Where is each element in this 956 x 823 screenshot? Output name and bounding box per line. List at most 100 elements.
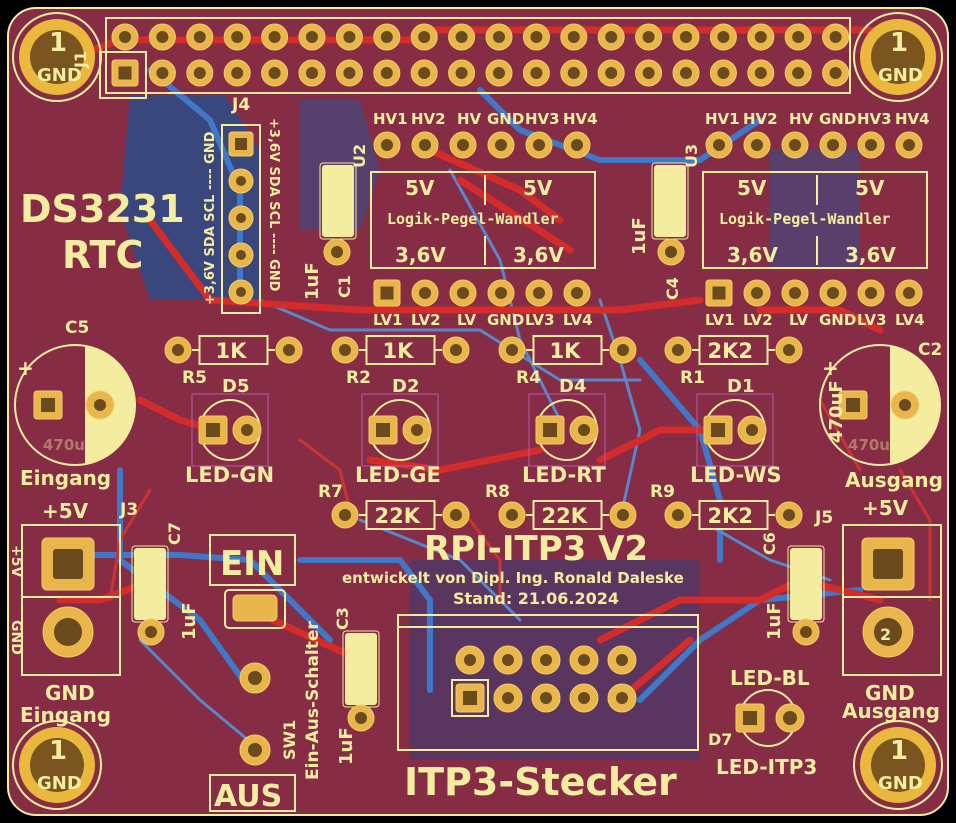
shifter-top-label: GND <box>819 110 856 128</box>
shifter-top-label: HV1 <box>373 110 408 128</box>
shifter-hv-left: 5V <box>405 176 435 200</box>
switch-name: Ein-Aus-Schalter <box>303 621 323 780</box>
shifter-bottom-label: LV4 <box>563 311 593 329</box>
elcap-ref: C2 <box>918 340 942 360</box>
elcap-name: Ausgang <box>845 468 943 492</box>
itp3-connector: ITP3-Stecker <box>397 614 699 804</box>
power-out-plus-label: +5V <box>862 496 909 520</box>
capacitor-value: 1uF <box>179 602 200 640</box>
resistor-value: 2K2 <box>708 339 754 363</box>
switch-on-label: EIN <box>220 544 284 584</box>
shifter-hv-right: 5V <box>855 176 885 200</box>
shifter-bottom-label: LV <box>457 311 476 329</box>
ref-d7: D7 <box>708 730 732 749</box>
resistor: 22K R7 <box>318 482 470 530</box>
led-ref: D1 <box>727 376 754 397</box>
led-ref: D5 <box>222 376 249 397</box>
resistor: 22K R8 <box>485 482 637 530</box>
mounting-hole-net: GND <box>878 773 923 794</box>
power-switch: EIN AUS SW1 Ein-Aus-Schalter <box>209 534 323 814</box>
resistor-value: 1K <box>216 339 248 363</box>
resistor-ref: R7 <box>318 482 343 502</box>
power-out-gnd-label: GND <box>865 681 915 705</box>
shifter-top-label: HV2 <box>743 110 778 128</box>
led-name: LED-GE <box>355 463 441 487</box>
mounting-hole-number: 1 <box>890 736 908 766</box>
led-bl-bottom: LED-ITP3 <box>716 755 817 779</box>
mounting-hole-net: GND <box>37 773 82 794</box>
shifter-top-label: HV4 <box>563 110 598 128</box>
shifter-bottom-label: LV3 <box>525 311 555 329</box>
power-in-side-gnd: GND <box>8 620 24 655</box>
ref-sw1: SW1 <box>280 720 299 760</box>
led-bl: LED-BL D7 LED-ITP3 <box>708 666 817 779</box>
title-block: RPI-ITP3 V2 entwickelt von Dipl. Ing. Ro… <box>342 529 684 608</box>
resistor-value: 1K <box>550 339 582 363</box>
shifter-name: Logik-Pegel-Wandler <box>387 210 559 228</box>
power-in-plus-label: +5V <box>42 499 89 523</box>
power-in-name: Eingang <box>20 703 111 727</box>
resistor-ref: R8 <box>485 482 510 502</box>
power-out-name: Ausgang <box>842 699 940 723</box>
shifter-top-label: HV3 <box>525 110 560 128</box>
resistor-ref: R1 <box>680 368 705 388</box>
ref-j3: J3 <box>119 500 138 520</box>
shifter-lv-left: 3,6V <box>727 243 778 267</box>
board-date: Stand: 21.06.2024 <box>453 589 619 608</box>
led-name: LED-RT <box>522 463 606 487</box>
shifter-hv-right: 5V <box>523 176 553 200</box>
ref-j1: J1 <box>71 51 90 69</box>
rtc-title: DS3231 <box>20 187 185 231</box>
shifter-lv-left: 3,6V <box>395 243 446 267</box>
mounting-hole-net: GND <box>37 65 82 86</box>
resistor-ref: R2 <box>346 368 371 388</box>
shifter-bottom-label: LV3 <box>857 311 887 329</box>
led-bl-top: LED-BL <box>730 666 810 690</box>
board-title: RPI-ITP3 V2 <box>424 529 648 569</box>
led-name: LED-WS <box>690 463 782 487</box>
led-ref: D4 <box>559 376 586 397</box>
led-name: LED-GN <box>185 463 274 487</box>
capacitor-value: 1uF <box>302 262 323 300</box>
resistor-value: 22K <box>375 504 421 528</box>
power-in-gnd-label: GND <box>45 681 95 705</box>
shifter-name: Logik-Pegel-Wandler <box>719 210 891 228</box>
shifter-top-label: HV1 <box>705 110 740 128</box>
switch-off-label: AUS <box>214 779 282 814</box>
shifter-top-label: GND <box>487 110 524 128</box>
shifter-bottom-label: LV2 <box>411 311 441 329</box>
mounting-hole-net: GND <box>878 65 923 86</box>
itp3-label: ITP3-Stecker <box>404 760 677 804</box>
resistor-value: 2K2 <box>708 504 754 528</box>
power-output: 2 +5V J5 GND Ausgang <box>814 496 942 723</box>
ref-j5: J5 <box>814 508 833 528</box>
shifter-bottom-label: GND <box>819 311 856 329</box>
capacitor-value: 1uF <box>336 727 357 765</box>
shifter-ref: U3 <box>682 144 701 168</box>
shifter-bottom-label: LV4 <box>895 311 925 329</box>
led-ref: D2 <box>392 376 419 397</box>
copper-zone-back <box>770 150 860 270</box>
resistor-value: 22K <box>542 504 588 528</box>
rtc-subtitle: RTC <box>62 233 143 277</box>
